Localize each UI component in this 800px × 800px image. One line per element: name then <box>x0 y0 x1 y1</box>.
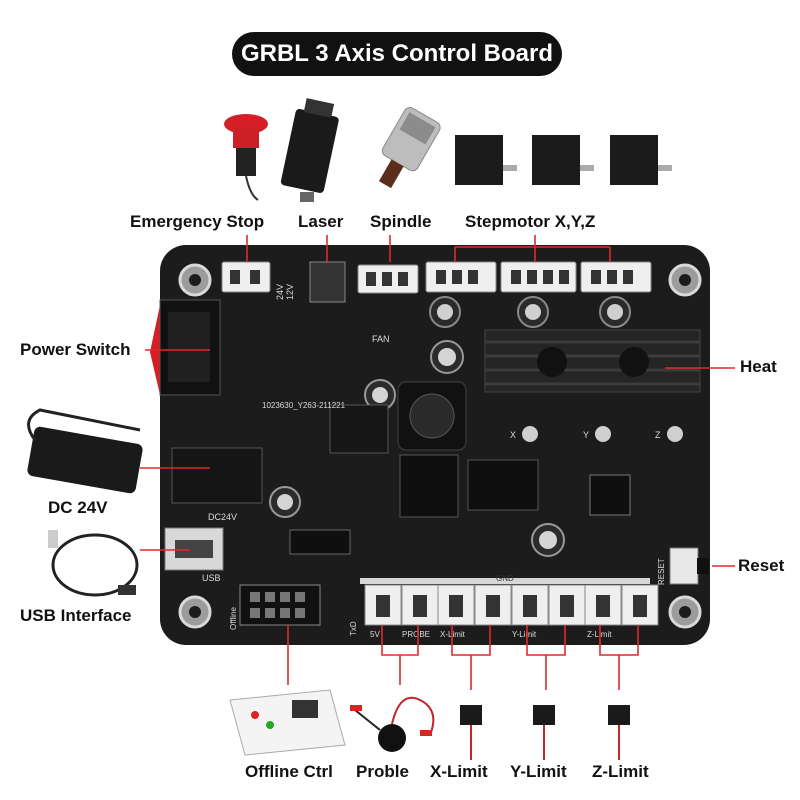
mcu-chip <box>589 474 631 516</box>
offline-silk: Offline <box>229 606 238 630</box>
label-stepmotor: Stepmotor X,Y,Z <box>465 212 596 231</box>
limit-switch-pictures <box>460 705 630 760</box>
emergency-stop-picture <box>224 114 268 201</box>
label-proble: Proble <box>356 762 409 781</box>
label-y-limit: Y-Limit <box>510 762 567 781</box>
label-reset: Reset <box>738 556 785 575</box>
usb-cable-picture <box>48 530 139 597</box>
reset-silk: RESET <box>657 558 666 585</box>
label-spindle: Spindle <box>370 212 432 231</box>
reset-button <box>669 547 699 585</box>
label-heat: Heat <box>740 357 777 376</box>
label-x-limit: X-Limit <box>430 762 488 781</box>
trim-potentiometers <box>522 426 683 442</box>
usb-silk: USB <box>202 573 221 583</box>
board-12v-label: 12V <box>285 284 295 300</box>
txd-silk: TxD <box>349 621 358 636</box>
label-laser: Laser <box>298 212 344 231</box>
regulator-chip <box>399 454 459 518</box>
gnd-silk: GND <box>496 574 514 583</box>
board-24v-label: 24V <box>275 284 285 300</box>
callout-lines <box>140 235 735 690</box>
stepmotor-pictures <box>455 135 672 185</box>
power-adapter-picture <box>27 408 143 494</box>
probe-picture <box>350 696 435 752</box>
dc24v-silk: DC24V <box>208 512 237 522</box>
silk-probe: PROBE <box>402 630 430 639</box>
page-title: GRBL 3 Axis Control Board <box>232 32 562 76</box>
laser-connector <box>309 261 346 303</box>
silk-x-limit: X-Limit <box>440 630 466 639</box>
label-usb-interface: USB Interface <box>20 606 132 625</box>
silk-5v: 5V <box>370 630 380 639</box>
capacitors <box>269 296 631 557</box>
power-switch <box>150 299 221 396</box>
offline-connector <box>239 584 321 626</box>
dc-jack <box>171 447 263 504</box>
spindle-picture <box>378 107 441 189</box>
label-offline-ctrl: Offline Ctrl <box>245 762 333 781</box>
silk-axis-y: Y <box>583 430 589 440</box>
pcb-id-text: 1023630_Y263-211221 <box>262 401 346 410</box>
silk-axis-x: X <box>510 430 516 440</box>
label-power-switch: Power Switch <box>20 340 131 359</box>
label-dc-24v: DC 24V <box>48 498 108 517</box>
silk-y-limit: Y-Limit <box>512 630 537 639</box>
fan-label: FAN <box>372 334 390 344</box>
label-z-limit: Z-Limit <box>592 762 649 781</box>
heat-sink <box>484 329 701 393</box>
label-emergency-stop: Emergency Stop <box>130 212 265 231</box>
laser-module-picture <box>280 98 339 202</box>
silk-axis-z: Z <box>655 430 661 440</box>
offline-controller-picture <box>229 689 346 756</box>
limit-connectors <box>364 584 659 626</box>
